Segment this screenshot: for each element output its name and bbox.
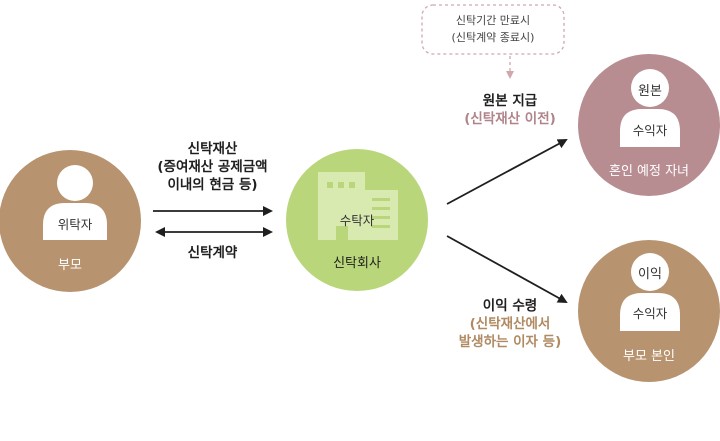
person-icon	[620, 69, 680, 147]
beneficiary-income-node	[578, 240, 720, 382]
trustee-label: 신탁회사	[333, 256, 381, 271]
person-icon	[620, 253, 680, 331]
income-receipt-line1: 이익 수령	[482, 298, 538, 314]
beneficiary-principal-label: 혼인 예정 자녀	[608, 164, 690, 179]
settlor-label: 부모	[58, 258, 82, 273]
principal-payment-line2: (신탁재산 이전)	[464, 111, 556, 127]
beneficiary-income-tag: 이익	[638, 267, 662, 282]
note-line1: 신탁기간 만료시	[455, 14, 531, 27]
trust-property-line2: (증여재산 공제금액	[157, 159, 268, 175]
beneficiary-principal-tag: 원본	[638, 84, 662, 99]
note-box	[421, 4, 565, 55]
trust-property-line3: 이내의 현금 등)	[167, 177, 258, 193]
person-icon	[43, 165, 107, 240]
income-receipt-line2: (신탁재산에서	[469, 316, 551, 332]
principal-payment-line1: 원본 지급	[482, 93, 538, 109]
income-receipt-line3: 발생하는 이자 등)	[458, 334, 562, 350]
building-icon	[318, 172, 398, 240]
trustee-node	[286, 149, 428, 291]
trustee-role: 수탁자	[339, 213, 375, 228]
settlor-node	[0, 150, 141, 292]
beneficiary-income-role: 수익자	[632, 306, 668, 321]
settlor-role: 위탁자	[57, 217, 93, 232]
note-line2: (신탁계약 종료시)	[451, 31, 535, 44]
trust-contract-label: 신탁계약	[187, 245, 238, 261]
income-receipt-arrow	[446, 235, 568, 303]
principal-payment-arrow	[446, 139, 568, 205]
beneficiary-principal-role: 수익자	[632, 123, 668, 138]
beneficiary-principal-node	[578, 54, 720, 196]
trust-property-line1: 신탁재산	[187, 141, 238, 157]
beneficiary-income-label: 부모 본인	[623, 349, 675, 364]
